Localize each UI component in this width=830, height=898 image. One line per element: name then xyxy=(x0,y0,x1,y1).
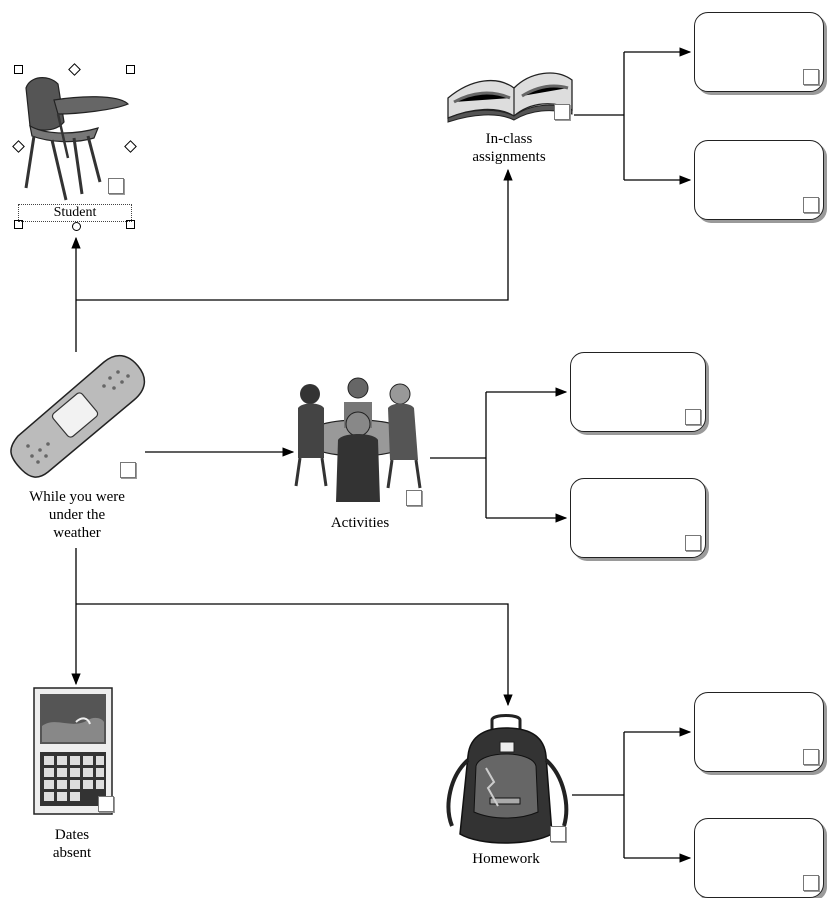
chair-icon[interactable] xyxy=(24,77,130,201)
connector-root-inclass xyxy=(76,168,513,301)
homework-answer-box[interactable] xyxy=(694,818,824,898)
inclass-label: In-class assignments xyxy=(472,131,546,165)
bandage-icon[interactable] xyxy=(10,354,146,478)
connectors xyxy=(71,47,692,863)
student-label: Student xyxy=(53,205,97,220)
connector-activities-fork xyxy=(430,392,487,518)
box-link-square[interactable] xyxy=(685,535,701,551)
homework-label: Homework xyxy=(472,851,540,867)
connector-root-homework xyxy=(76,603,513,707)
box-link-square[interactable] xyxy=(685,409,701,425)
node-link-square[interactable] xyxy=(550,826,566,842)
activities-answer-box[interactable] xyxy=(570,352,706,432)
node-link-square[interactable] xyxy=(554,104,570,120)
homework-answer-box[interactable] xyxy=(694,692,824,772)
box-link-square[interactable] xyxy=(803,749,819,765)
box-link-square[interactable] xyxy=(803,197,819,213)
open-book-icon[interactable] xyxy=(447,72,573,123)
node-link-square[interactable] xyxy=(108,178,124,194)
root-label: While you were under the weather xyxy=(29,489,125,541)
resize-handle[interactable] xyxy=(14,65,23,74)
dates-label: Dates absent xyxy=(52,827,92,861)
student-label-box[interactable]: Student xyxy=(18,204,132,222)
inclass-answer-box[interactable] xyxy=(694,140,824,220)
node-link-square[interactable] xyxy=(120,462,136,478)
node-link-square[interactable] xyxy=(406,490,422,506)
student-selection-frame[interactable] xyxy=(12,63,137,229)
backpack-icon[interactable] xyxy=(446,714,569,844)
group-meeting-icon[interactable] xyxy=(294,377,422,502)
resize-handle[interactable] xyxy=(126,220,135,229)
inclass-answer-box[interactable] xyxy=(694,12,824,92)
resize-handle[interactable] xyxy=(68,63,81,76)
activities-label: Activities xyxy=(330,515,390,531)
activities-answer-box[interactable] xyxy=(570,478,706,558)
calendar-icon[interactable] xyxy=(33,687,113,815)
resize-handle[interactable] xyxy=(126,65,135,74)
box-link-square[interactable] xyxy=(803,69,819,85)
connector-homework-fork xyxy=(572,732,625,858)
node-link-square[interactable] xyxy=(98,796,114,812)
connector-inclass-fork xyxy=(574,52,625,180)
connection-point[interactable] xyxy=(72,222,81,231)
box-link-square[interactable] xyxy=(803,875,819,891)
